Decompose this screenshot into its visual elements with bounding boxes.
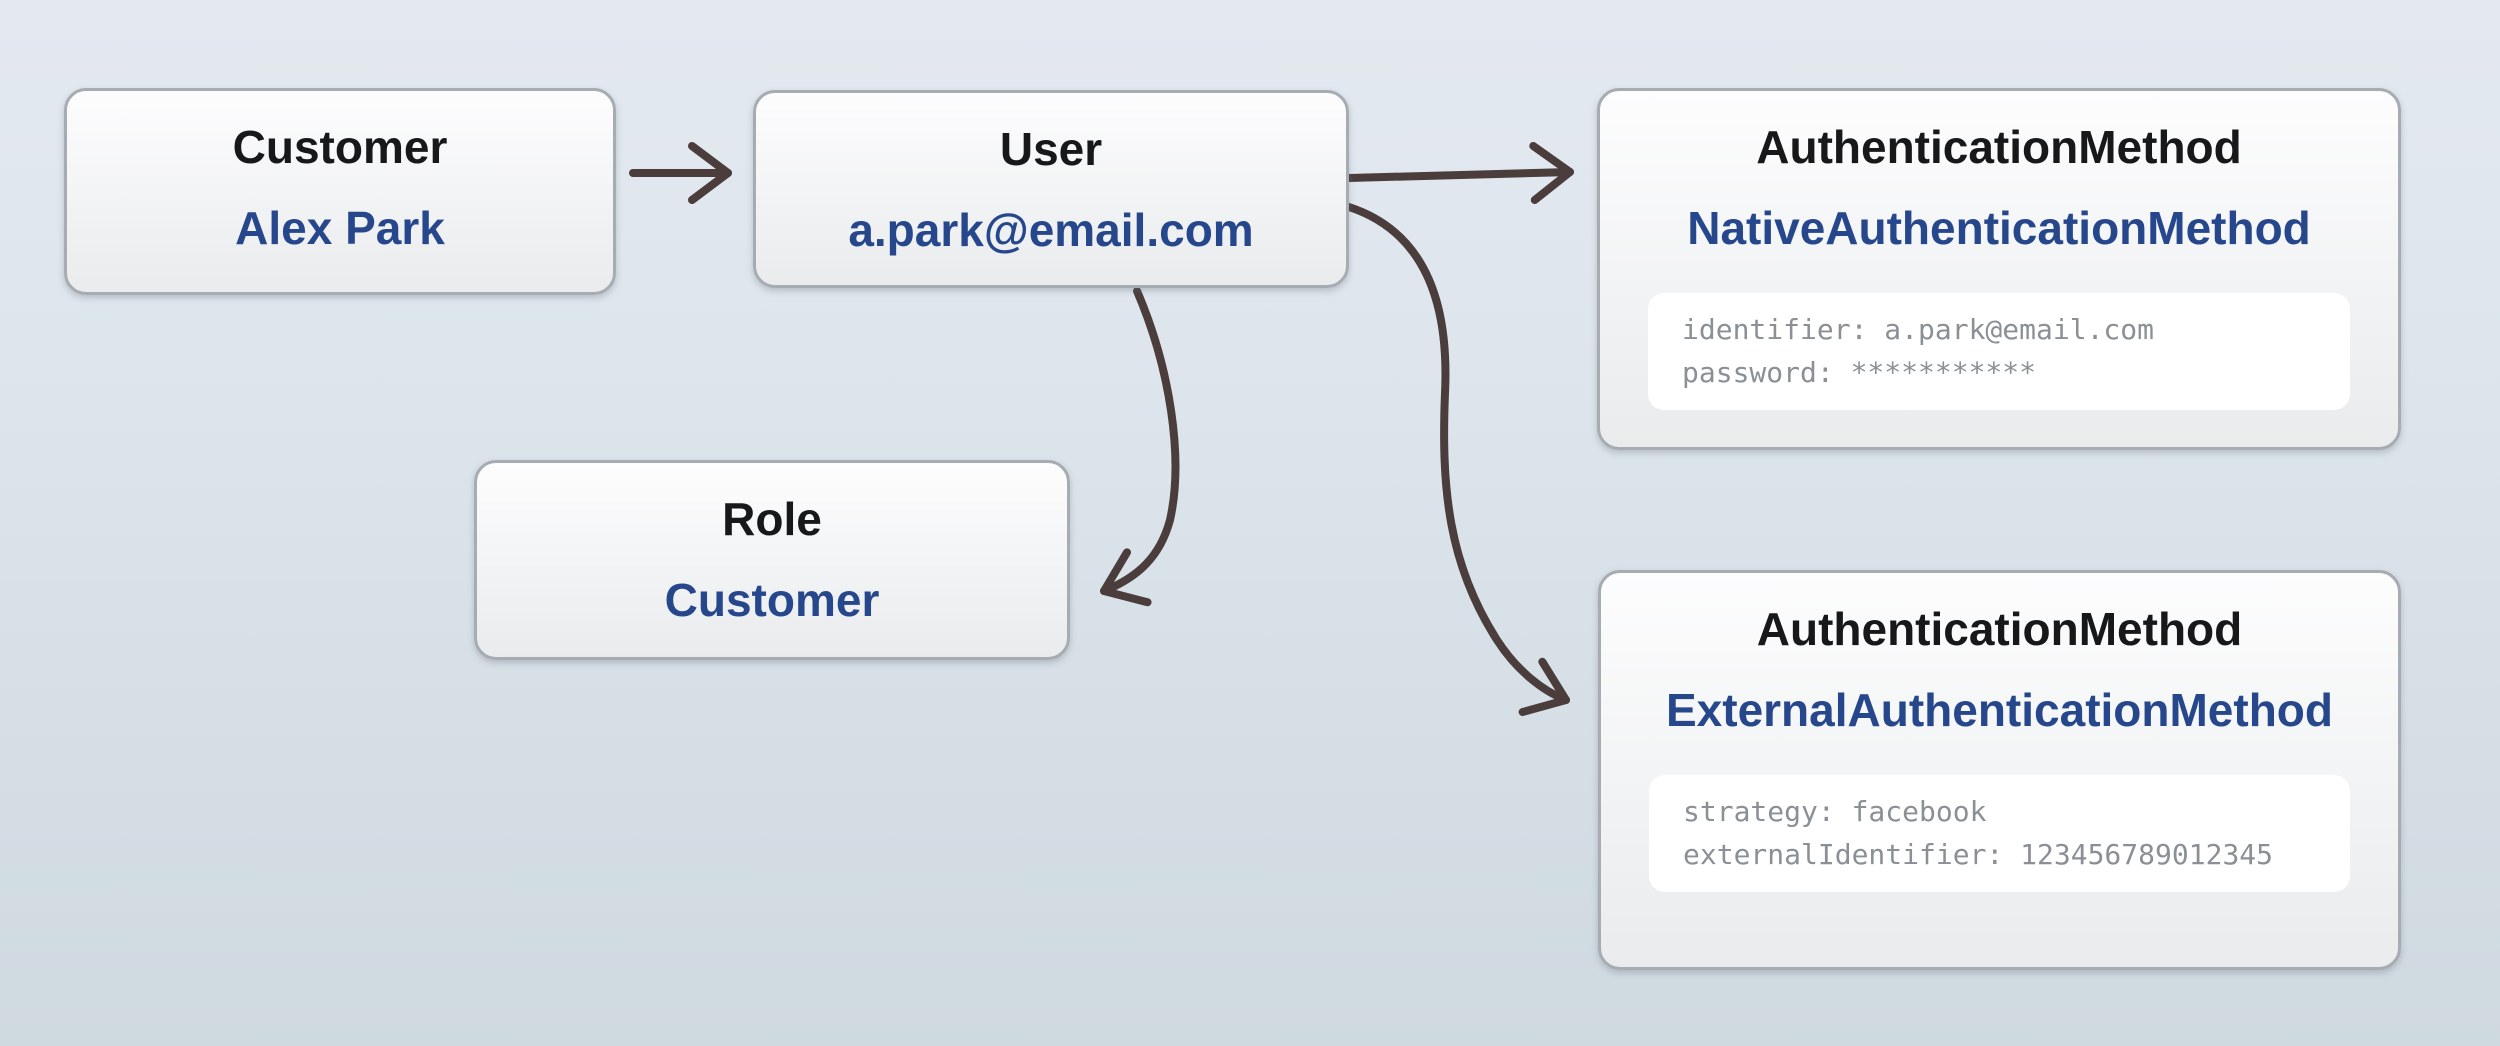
entity-type-label: User [999, 123, 1103, 175]
edge-user-to-external-auth [1345, 203, 1570, 717]
edge-user-to-native-auth [1345, 141, 1574, 204]
entity-node-customer: Customer Alex Park [64, 88, 616, 295]
entity-node-user: User a.park@email.com [753, 90, 1349, 288]
entity-value-label: NativeAuthenticationMethod [1687, 201, 2311, 254]
entity-node-external-authentication-method: AuthenticationMethod ExternalAuthenticat… [1598, 570, 2401, 970]
entity-value-label: a.park@email.com [848, 203, 1254, 256]
attributes-panel: identifier: a.park@email.com password: *… [1648, 292, 2350, 410]
attributes-panel: strategy: facebook externalIdentifier: 1… [1649, 774, 2350, 892]
entity-value-label: ExternalAuthenticationMethod [1665, 683, 2334, 736]
entity-type-label: AuthenticationMethod [1756, 121, 2242, 173]
attribute-row-strategy: strategy: facebook [1683, 794, 1987, 828]
entity-value-label: Customer [664, 573, 880, 626]
attribute-row-identifier: identifier: a.park@email.com [1682, 312, 2155, 346]
entity-node-role: Role Customer [474, 460, 1070, 660]
entity-type-label: Role [722, 493, 822, 545]
attribute-row-password: password: *********** [1682, 356, 2037, 390]
entity-type-label: AuthenticationMethod [1756, 603, 2243, 655]
entity-node-native-authentication-method: AuthenticationMethod NativeAuthenticatio… [1597, 88, 2401, 450]
edge-user-to-role [1100, 287, 1180, 607]
entity-type-label: Customer [232, 121, 448, 173]
entity-value-label: Alex Park [235, 201, 445, 254]
attribute-row-external-identifier: externalIdentifier: 123456789012345 [1683, 838, 2274, 872]
